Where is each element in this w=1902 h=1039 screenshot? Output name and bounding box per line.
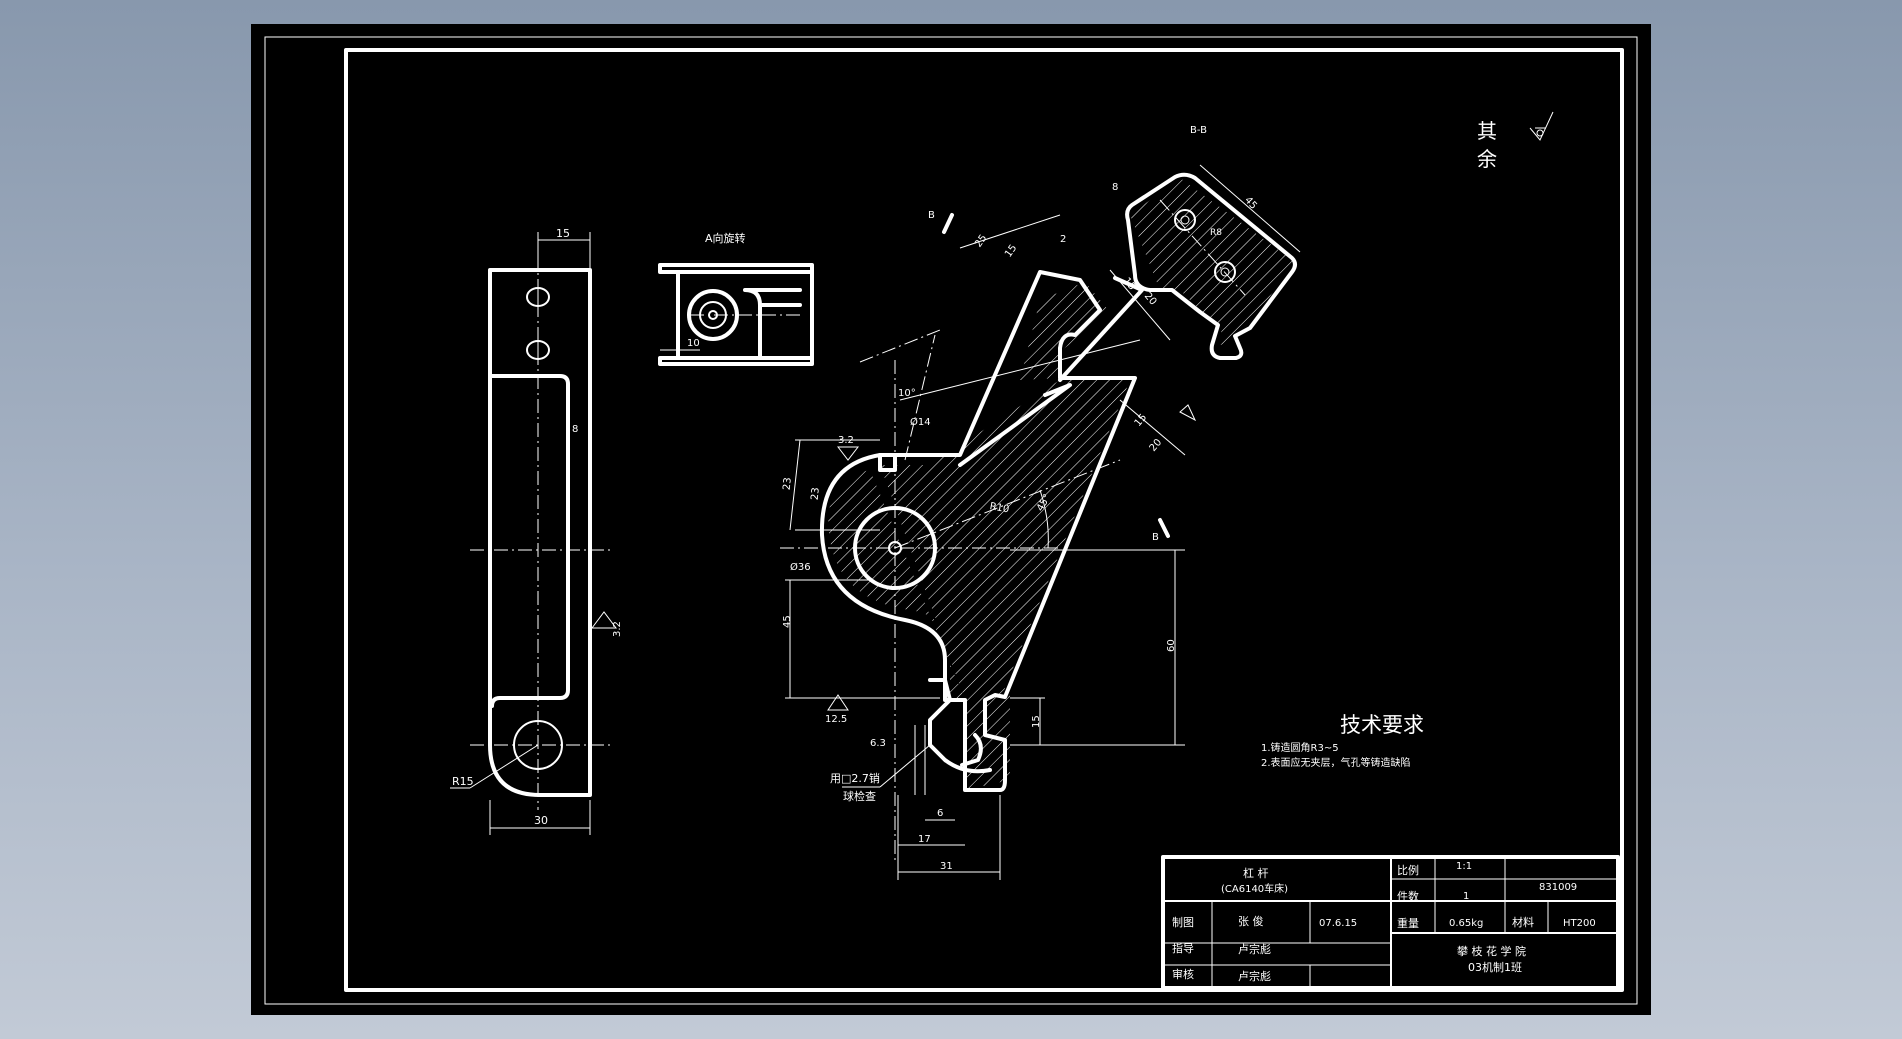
technical-requirements: 技术要求 1.铸造圆角R3~5 2.表面应无夹层，气孔等铸造缺陷: [1261, 713, 1424, 769]
dim-main-23a: 23: [782, 477, 794, 491]
roughness-note: 其 余: [1477, 111, 1554, 171]
tech-req-item1: 1.铸造圆角R3~5: [1261, 741, 1339, 754]
dim-main-31: 31: [940, 861, 953, 872]
part-name: 杠 杆: [1243, 866, 1269, 880]
note-main-1: 用□2.7销: [830, 771, 880, 785]
guide-name: 卢宗彪: [1238, 942, 1271, 956]
dim-main-phi2: Ø36: [790, 561, 811, 573]
weight-value: 0.65kg: [1449, 918, 1483, 929]
roughness-main-b: 12.5: [825, 714, 847, 725]
guide-label: 指导: [1172, 941, 1194, 955]
outer-frame: [264, 36, 1638, 1005]
dim-main-23b: 23: [810, 487, 822, 501]
main-view: B B 25 15 2 10° Ø14 3.2 23 23 Ø36 45 12.…: [780, 210, 1185, 880]
dim-sec-r8: R8: [1210, 228, 1222, 238]
section-label: B-B: [1190, 125, 1207, 136]
dim-main-6: 6: [937, 808, 943, 819]
title-block: 杠 杆 (CA6140车床) 比例 1:1 件数 1 831009 制图 张 俊…: [1161, 855, 1620, 990]
aux-view: A向旋转 10: [658, 231, 814, 366]
dim-aux: 10: [687, 338, 700, 349]
material-value: HT200: [1563, 918, 1596, 929]
review-label: 审核: [1172, 967, 1194, 981]
section-bb: B-B 45 8 R8 15 20 15 20: [1109, 125, 1301, 456]
material-label: 材料: [1512, 915, 1534, 929]
part-sub: (CA6140车床): [1221, 882, 1288, 895]
qty-label: 件数: [1397, 890, 1419, 903]
aux-view-label: A向旋转: [705, 231, 746, 245]
weight-label: 重量: [1397, 916, 1419, 930]
dim-main-2: 2: [1060, 234, 1066, 245]
roughness-side: 3.2: [612, 621, 623, 637]
drawing-no: 831009: [1539, 882, 1577, 893]
dim-main-15b: 15: [1031, 715, 1042, 728]
tech-req-title: 技术要求: [1340, 713, 1424, 737]
dim-side-small: 8: [572, 424, 578, 435]
note-main-2: 球检查: [843, 789, 876, 803]
dim-main-63: 6.3: [870, 738, 886, 749]
drawn-date: 07.6.15: [1319, 918, 1357, 929]
cut-marker-top: B: [928, 210, 935, 221]
roughness-line2: 余: [1477, 147, 1497, 171]
school-name: 攀 枝 花 学 院: [1457, 944, 1526, 958]
drawn-name: 张 俊: [1238, 914, 1264, 928]
roughness-line1: 其: [1477, 119, 1497, 143]
dim-main-r10: R10: [989, 501, 1010, 515]
dim-sec-8: 8: [1112, 182, 1118, 193]
side-view: 15 30 R15 8 3.2: [450, 227, 623, 835]
tech-req-item2: 2.表面应无夹层，气孔等铸造缺陷: [1261, 756, 1411, 769]
dim-side-radius: R15: [452, 775, 474, 788]
dim-side-top-width: 15: [556, 227, 570, 240]
dim-side-bottom-width: 30: [534, 814, 548, 827]
cut-marker-right: B: [1152, 532, 1159, 543]
dim-main-45: 45: [782, 615, 793, 628]
scale-value: 1:1: [1456, 861, 1472, 872]
dim-main-60: 60: [1166, 639, 1177, 652]
drawn-label: 制图: [1172, 916, 1194, 929]
dim-main-phi: Ø14: [910, 416, 931, 428]
class-name: 03机制1班: [1468, 960, 1522, 974]
roughness-symbol-icon: [1529, 111, 1554, 141]
qty-value: 1: [1463, 891, 1469, 902]
dim-main-17: 17: [918, 834, 931, 845]
review-name: 卢宗彪: [1238, 969, 1271, 983]
inner-frame: [344, 48, 1624, 992]
scale-label: 比例: [1397, 863, 1419, 877]
dim-main-10deg: 10°: [898, 388, 916, 399]
